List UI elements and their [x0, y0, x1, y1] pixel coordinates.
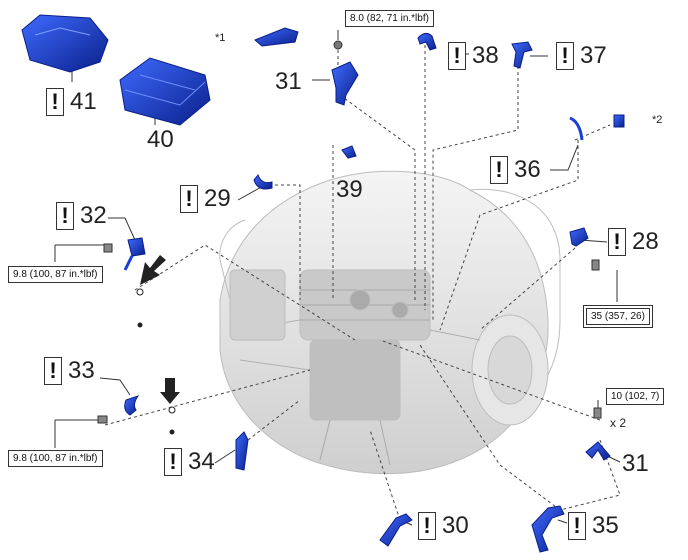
part-number: 37 [580, 42, 607, 69]
part-30-hose [379, 513, 413, 547]
part-35-hose [531, 505, 565, 553]
part-41-engine-cover [21, 14, 109, 73]
note-star2: *2 [652, 114, 663, 126]
part-number: 33 [68, 357, 95, 384]
part-38-hose [417, 32, 437, 51]
part-39-clip [341, 145, 357, 159]
arrow-indicators [140, 255, 180, 404]
callout-36: ! 36 [490, 156, 541, 184]
part-number: 36 [514, 156, 541, 183]
torque-spec-left-lower: 9.8 (100, 87 in.*lbf) [8, 450, 103, 467]
callout-30: ! 30 [418, 512, 469, 540]
part-34-hose [235, 431, 249, 471]
callout-33: ! 33 [44, 357, 95, 385]
warning-icon: ! [180, 185, 198, 213]
warning-icon: ! [556, 42, 574, 70]
callout-31-top: 31 [275, 68, 302, 95]
torque-spec-right: 35 (357, 26) [583, 305, 653, 328]
callout-28: ! 28 [608, 228, 659, 256]
callout-37: ! 37 [556, 42, 607, 70]
torque-spec-top: 8.0 (82, 71 in.*lbf) [345, 10, 434, 27]
part-star2-connector [613, 114, 625, 128]
part-number: 29 [204, 185, 231, 212]
part-31-bottom-bracket [585, 407, 611, 461]
callout-31-bottom: 31 [622, 450, 649, 477]
part-33-hose [97, 395, 140, 424]
callout-29: ! 29 [180, 185, 231, 213]
small-dots [136, 288, 176, 435]
warning-icon: ! [418, 512, 436, 540]
part-32-sensor [103, 237, 146, 271]
solid-leaders [54, 30, 621, 526]
part-40-battery [119, 57, 211, 126]
callout-32: ! 32 [56, 202, 107, 230]
part-star1-panel [254, 27, 299, 47]
warning-icon: ! [568, 512, 586, 540]
part-number: 30 [442, 512, 469, 539]
torque-spec-right-lower: 10 (102, 7) [606, 388, 665, 405]
note-star1: *1 [215, 32, 226, 44]
callout-41: ! 41 [46, 88, 97, 116]
warning-icon: ! [490, 156, 508, 184]
part-number: 34 [188, 448, 215, 475]
callout-40: 40 [147, 126, 174, 153]
part-number: 35 [592, 512, 619, 539]
part-number: 28 [632, 228, 659, 255]
warning-icon: ! [46, 88, 64, 116]
warning-icon: ! [44, 357, 62, 385]
callout-39: 39 [336, 176, 363, 203]
part-37-hose [511, 41, 533, 69]
part-31-top-bracket [331, 40, 359, 106]
part-28-hose [569, 227, 600, 271]
warning-icon: ! [56, 202, 74, 230]
part-36-wire [569, 116, 584, 141]
part-number: 32 [80, 202, 107, 229]
quantity-label: x 2 [610, 416, 627, 430]
warning-icon: ! [608, 228, 626, 256]
torque-spec-left-upper: 9.8 (100, 87 in.*lbf) [8, 266, 103, 283]
part-29-hose [253, 174, 273, 190]
warning-icon: ! [448, 42, 466, 70]
part-number: 41 [70, 88, 97, 115]
part-number: 38 [472, 42, 499, 69]
callout-35: ! 35 [568, 512, 619, 540]
engine-bay-illustration [219, 170, 561, 475]
callout-38: ! 38 [448, 42, 499, 70]
warning-icon: ! [164, 448, 182, 476]
callout-34: ! 34 [164, 448, 215, 476]
leader-lines [104, 45, 621, 521]
